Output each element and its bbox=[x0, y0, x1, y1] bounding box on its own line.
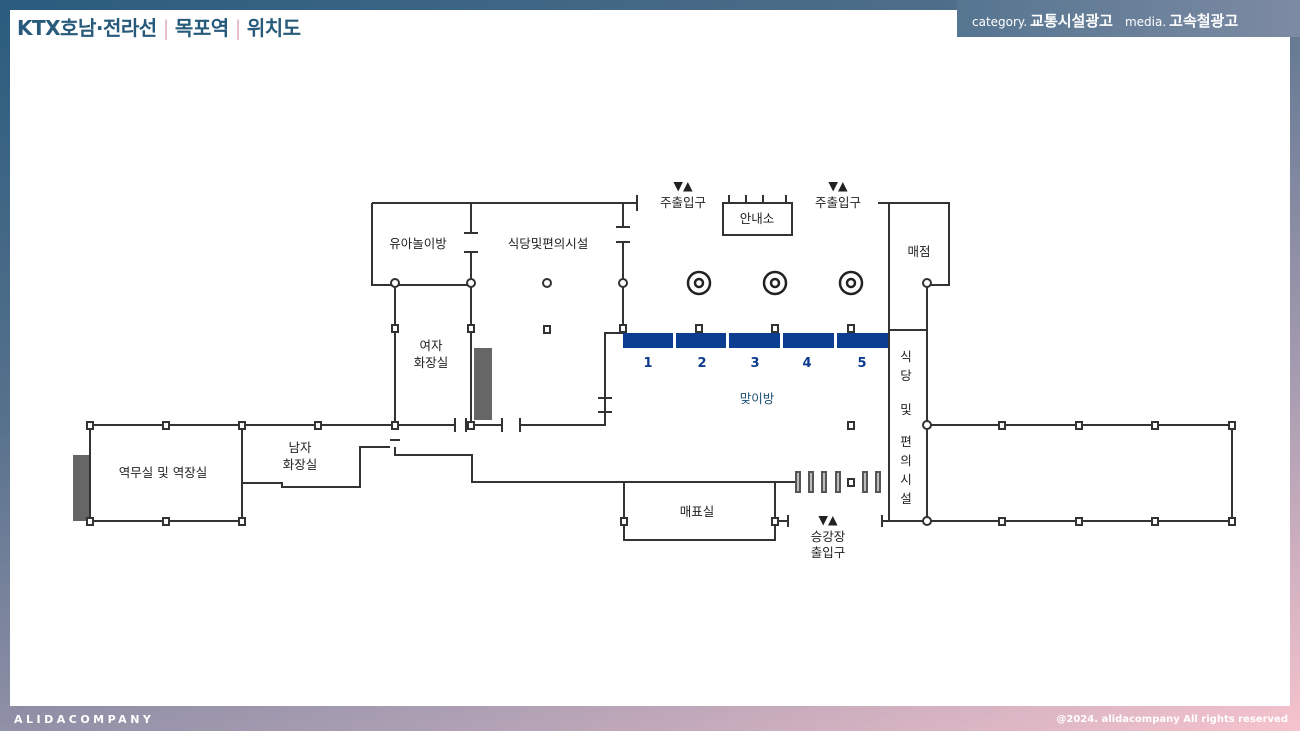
page-title: KTX호남·전라선|목포역|위치도 bbox=[17, 16, 301, 40]
walls bbox=[89, 195, 1233, 541]
room-waiting-hall: 맞이방 bbox=[740, 391, 775, 406]
ad-slot-label: 3 bbox=[750, 356, 759, 371]
room-shop: 매점 bbox=[907, 244, 930, 259]
room-restaurant-top: 식당및편의시설 bbox=[508, 236, 589, 251]
turnstiles bbox=[795, 471, 881, 493]
ad-slot-1[interactable] bbox=[623, 333, 673, 348]
room-womens-restroom: 화장실 bbox=[414, 355, 449, 370]
ad-slot-2[interactable] bbox=[676, 333, 726, 348]
vertical-char: 식 bbox=[900, 349, 912, 364]
room-ticket-office: 매표실 bbox=[680, 504, 715, 519]
room-restaurant-right: 식 당 및 편 의 시 설 bbox=[900, 349, 912, 506]
platform-entrance-label: 출입구 bbox=[811, 545, 846, 560]
ad-slot-label: 2 bbox=[697, 356, 706, 371]
meta-info: category.교통시설광고 media.고속철광고 bbox=[972, 10, 1250, 31]
ad-slot-label: 1 bbox=[643, 356, 652, 371]
target-markers bbox=[686, 270, 864, 296]
room-info-desk: 안내소 bbox=[740, 211, 775, 226]
room-mens-restroom: 남자 bbox=[288, 440, 312, 455]
page-name: 위치도 bbox=[246, 16, 301, 40]
ad-slot-3[interactable] bbox=[729, 333, 780, 348]
meta-tab bbox=[957, 0, 1300, 37]
entrance-arrow-icon: ▼▲ bbox=[828, 178, 848, 193]
line-name: KTX호남·전라선 bbox=[17, 16, 157, 40]
ad-slots bbox=[623, 333, 888, 348]
media-value: 고속철광고 bbox=[1169, 12, 1239, 30]
main-entrance-label: 주출입구 bbox=[815, 195, 861, 210]
room-mens-restroom: 화장실 bbox=[283, 457, 318, 472]
category-value: 교통시설광고 bbox=[1030, 12, 1113, 30]
stairs bbox=[73, 348, 492, 521]
ad-slot-5[interactable] bbox=[837, 333, 888, 348]
entrance-arrow-icon: ▼▲ bbox=[818, 512, 838, 527]
vertical-char: 의 bbox=[900, 453, 912, 468]
columns bbox=[86, 278, 1236, 526]
ad-slot-label: 5 bbox=[857, 356, 866, 371]
footer-brand: ALIDACOMPANY bbox=[14, 713, 155, 726]
station-name: 목포역 bbox=[174, 16, 229, 40]
content-panel bbox=[10, 10, 1290, 706]
vertical-char: 편 bbox=[900, 434, 912, 449]
room-kids: 유아놀이방 bbox=[389, 236, 447, 251]
media-label: media. bbox=[1124, 15, 1167, 29]
room-womens-restroom: 여자 bbox=[419, 338, 443, 353]
room-office: 역무실 및 역장실 bbox=[119, 465, 207, 480]
vertical-char: 설 bbox=[900, 491, 912, 506]
main-entrance-label: 주출입구 bbox=[660, 195, 706, 210]
entrance-arrow-icon: ▼▲ bbox=[673, 178, 693, 193]
platform-entrance-label: 승강장 bbox=[811, 529, 846, 544]
vertical-char: 및 bbox=[900, 402, 912, 417]
ad-slot-label: 4 bbox=[802, 356, 811, 371]
category-label: category. bbox=[972, 15, 1028, 29]
vertical-char: 당 bbox=[900, 368, 912, 383]
footer-copyright: @2024. alidacompany All rights reserved bbox=[1056, 714, 1288, 725]
ad-slot-4[interactable] bbox=[783, 333, 834, 348]
vertical-char: 시 bbox=[900, 472, 912, 487]
